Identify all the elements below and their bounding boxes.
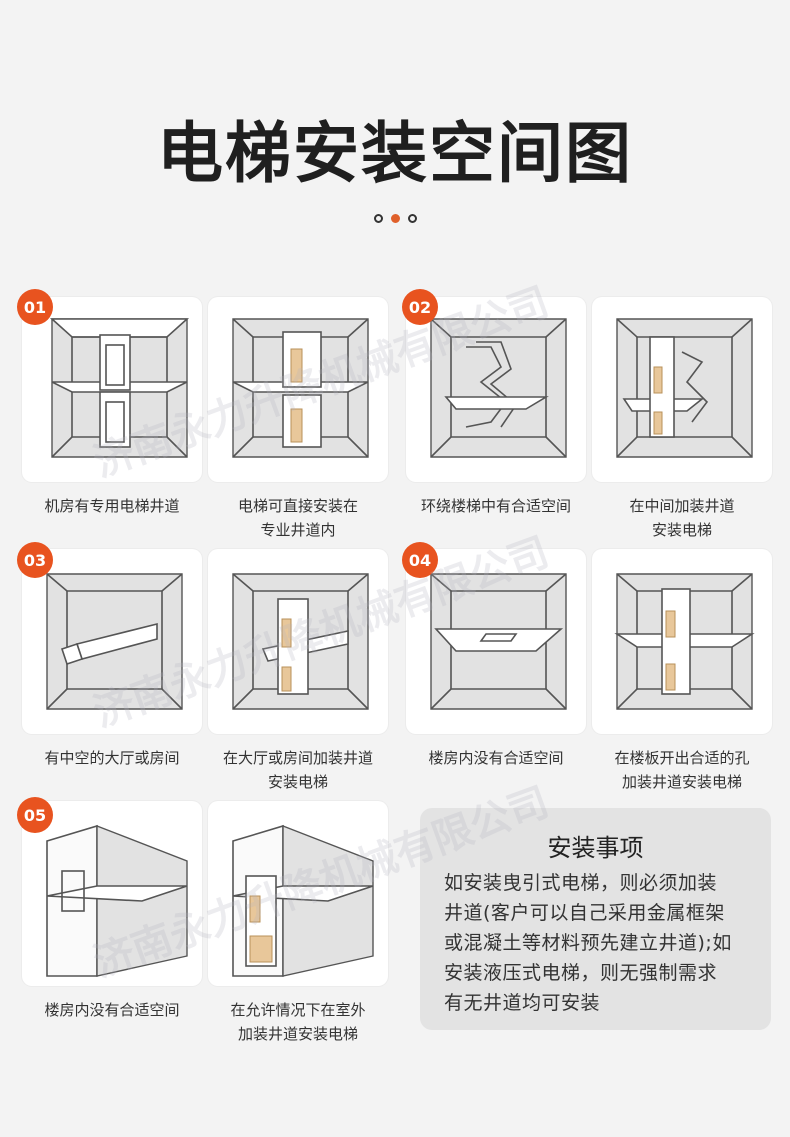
notes-line: 安装液压式电梯，则无强制需求 [444,962,718,984]
caption: 机房有专用电梯井道 [44,497,180,515]
building-shaft-illustration [49,318,190,458]
illustration-card-stairs-elevator [592,297,772,482]
hall-elevator-illustration [232,573,369,710]
caption: 楼房内没有合适空间 [428,749,564,767]
installation-notes-panel: 安装事项 如安装曳引式电梯，则必须加装 井道(客户可以自己采用金属框架 或混凝土… [420,808,771,1030]
notes-title: 安装事项 [547,834,644,862]
floor-elevator-illustration [614,573,755,710]
caption: 加装井道安装电梯 [237,1025,358,1043]
dot-active [390,214,400,223]
floor-illustration [430,573,567,710]
illustration-card-hall-elevator [208,549,388,734]
illustration-card-stairs [406,297,586,482]
caption: 加装井道安装电梯 [621,773,742,791]
stairwell-illustration [430,318,567,458]
notes-line: 井道(客户可以自己采用金属框架 [444,902,725,924]
outdoor-building-illustration [46,824,188,977]
hall-illustration [46,573,183,710]
building-shaft-elevator-illustration [232,318,369,458]
illustration-card-floor-elevator [592,549,772,734]
step-badge: 01 [17,289,53,325]
outdoor-elevator-illustration [232,824,374,977]
notes-line: 或混凝土等材料预先建立井道);如 [444,932,732,954]
caption: 在中间加装井道 [629,497,735,515]
step-badge: 04 [402,542,438,578]
illustration-card-shaft [208,297,388,482]
dot [373,214,383,223]
caption: 电梯可直接安装在 [237,497,358,515]
step-badge: 05 [17,797,53,833]
caption: 有中空的大厅或房间 [44,749,180,767]
illustration-card-floor [406,549,586,734]
step-badge: 02 [402,289,438,325]
illustration-card-machine-room [22,297,202,482]
caption: 安装电梯 [651,521,712,539]
page-title: 电梯安装空间图 [157,115,633,192]
caption: 专业井道内 [260,521,336,539]
caption: 环绕楼梯中有合适空间 [420,497,571,515]
notes-body: 如安装曳引式电梯，则必须加装 井道(客户可以自己采用金属框架 或混凝土等材料预先… [444,868,760,1018]
step-badge: 03 [17,542,53,578]
illustration-card-outdoor-elevator [208,801,388,986]
illustration-card-hall [22,549,202,734]
notes-line: 有无井道均可安装 [444,992,601,1014]
dot [407,214,417,223]
illustration-card-outdoor [22,801,202,986]
caption: 安装电梯 [267,773,328,791]
caption: 在允许情况下在室外 [230,1001,366,1019]
stairwell-elevator-illustration [616,318,753,458]
caption: 楼房内没有合适空间 [44,1001,180,1019]
pagination-dots [0,214,790,223]
caption: 在大厅或房间加装井道 [222,749,373,767]
caption: 在楼板开出合适的孔 [614,749,750,767]
notes-line: 如安装曳引式电梯，则必须加装 [444,872,718,894]
